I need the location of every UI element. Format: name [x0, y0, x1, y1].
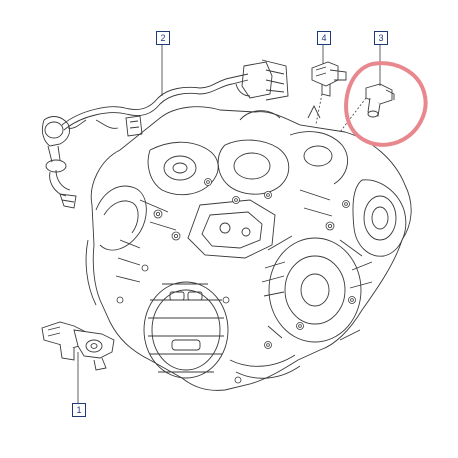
- wiring-harness-part-2: [41, 59, 289, 209]
- callout-4: 4: [317, 31, 331, 45]
- install-line-4: [315, 93, 323, 125]
- highlight-circle: [344, 61, 428, 147]
- install-line-3: [339, 97, 367, 133]
- callout-2: 2: [156, 31, 170, 45]
- sensor-part-1: [41, 321, 115, 371]
- sensor-part-4: [311, 61, 347, 97]
- speed-sensor-part-3: [365, 83, 395, 118]
- callout-3: 3: [374, 31, 388, 45]
- transmission-housing: [85, 104, 412, 391]
- leader-lines: [77, 44, 381, 403]
- callout-1: 1: [72, 403, 86, 417]
- housing-bolts: [116, 178, 356, 384]
